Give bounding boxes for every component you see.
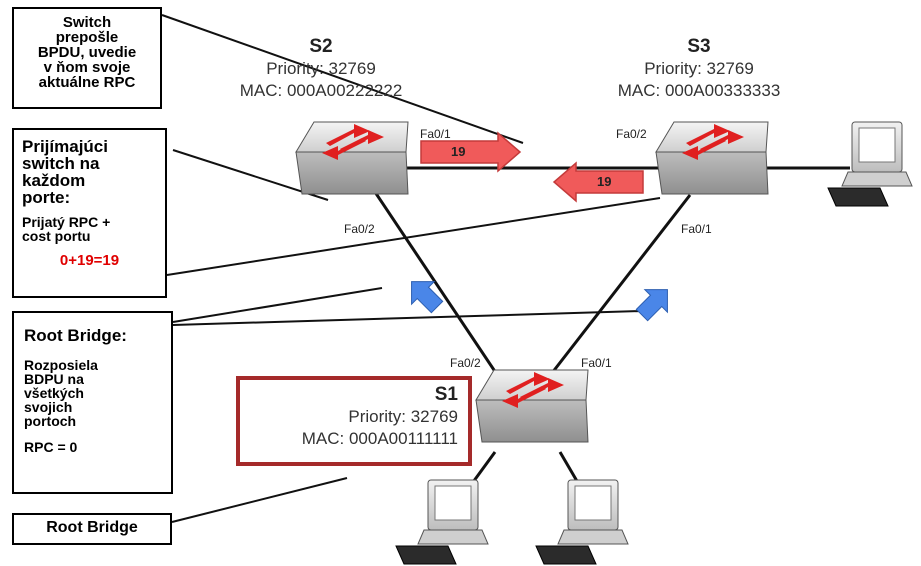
link-s2-s1 [373, 191, 504, 383]
switch-icon[interactable] [295, 121, 409, 195]
note-line: portoch [24, 413, 77, 429]
note-line: Prijímajúci [22, 137, 108, 156]
annotation-pointers [161, 14, 661, 523]
note-line: RPC = 0 [24, 439, 78, 455]
switch-icon[interactable] [475, 369, 589, 443]
computer-icon[interactable] [535, 479, 629, 565]
switch-mac: MAC: 000A00111111 [301, 429, 458, 448]
cost-label-s2-to-s3: 19 [451, 144, 466, 159]
switch-mac: MAC: 000A00333333 [617, 81, 781, 100]
pointer-root-1 [172, 287, 383, 323]
port-label-s1-fa02: Fa0/2 [450, 356, 481, 370]
bpdu-arrow-icon [411, 281, 444, 314]
note-line: prepošle [55, 29, 119, 46]
note-line: svojich [24, 399, 73, 415]
root-bridge-label-text: Root Bridge [46, 519, 138, 536]
pointer-root-label [171, 477, 348, 523]
note-root-bridge: Root Bridge: Rozposiela BDPU na všetkých… [12, 311, 173, 494]
bpdu-arrow-icon [635, 289, 668, 322]
switch-priority: Priority: 32769 [348, 407, 458, 426]
switch-name: S3 [687, 36, 711, 57]
switch-name: S1 [434, 384, 458, 405]
switch-priority: Priority: 32769 [266, 59, 376, 78]
note-line: všetkých [24, 385, 84, 401]
note-title: Root Bridge: [24, 326, 127, 345]
root-bridge-label: Root Bridge [12, 513, 172, 545]
note-line: cost portu [22, 228, 91, 244]
switch-icon[interactable] [655, 121, 769, 195]
pointer-root-2 [172, 310, 643, 326]
link-s3-s1 [543, 194, 692, 383]
cost-label-s3-to-s2: 19 [597, 174, 612, 189]
note-line: porte: [22, 188, 71, 207]
switch-mac: MAC: 000A00222222 [239, 81, 403, 100]
cost-calculation: 0+19=19 [59, 252, 120, 269]
note-receiving-switch: Prijímajúci switch na každom porte: Prij… [12, 128, 167, 298]
cost-arrow-icon [420, 131, 522, 173]
note-line: každom [22, 171, 86, 190]
note-line: aktuálne RPC [38, 74, 136, 91]
note-forward-bpdu: Switch prepošle BPDU, uvedie v ňom svoje… [12, 7, 162, 109]
port-label-s2-fa01: Fa0/1 [420, 127, 451, 141]
note-line: BDPU na [24, 371, 84, 387]
computer-icon[interactable] [395, 479, 489, 565]
note-line: Rozposiela [24, 357, 98, 373]
port-label-s1-fa01: Fa0/1 [581, 356, 612, 370]
switch-label-s1: S1 Priority: 32769 MAC: 000A00111111 [248, 384, 458, 450]
cost-arrow-icon [552, 161, 644, 203]
network-links [373, 166, 850, 501]
pointer-forward [161, 14, 524, 144]
note-line: BPDU, uvedie [37, 44, 137, 61]
computer-icon[interactable] [827, 121, 913, 207]
note-line: Switch [62, 14, 112, 31]
switch-label-s2: S2 Priority: 32769 MAC: 000A00222222 [215, 36, 427, 102]
note-line: Prijatý RPC + [22, 214, 111, 230]
port-label-s3-fa02: Fa0/2 [616, 127, 647, 141]
switch-label-s3: S3 Priority: 32769 MAC: 000A00333333 [593, 36, 805, 102]
note-line: switch na [22, 154, 100, 173]
port-label-s3-fa01: Fa0/1 [681, 222, 712, 236]
switch-priority: Priority: 32769 [644, 59, 754, 78]
pointer-receive-calc [166, 197, 661, 276]
port-label-s2-fa02: Fa0/2 [344, 222, 375, 236]
s1-info-box [236, 376, 472, 466]
switch-name: S2 [309, 36, 333, 57]
note-line: v ňom svoje [43, 59, 131, 76]
